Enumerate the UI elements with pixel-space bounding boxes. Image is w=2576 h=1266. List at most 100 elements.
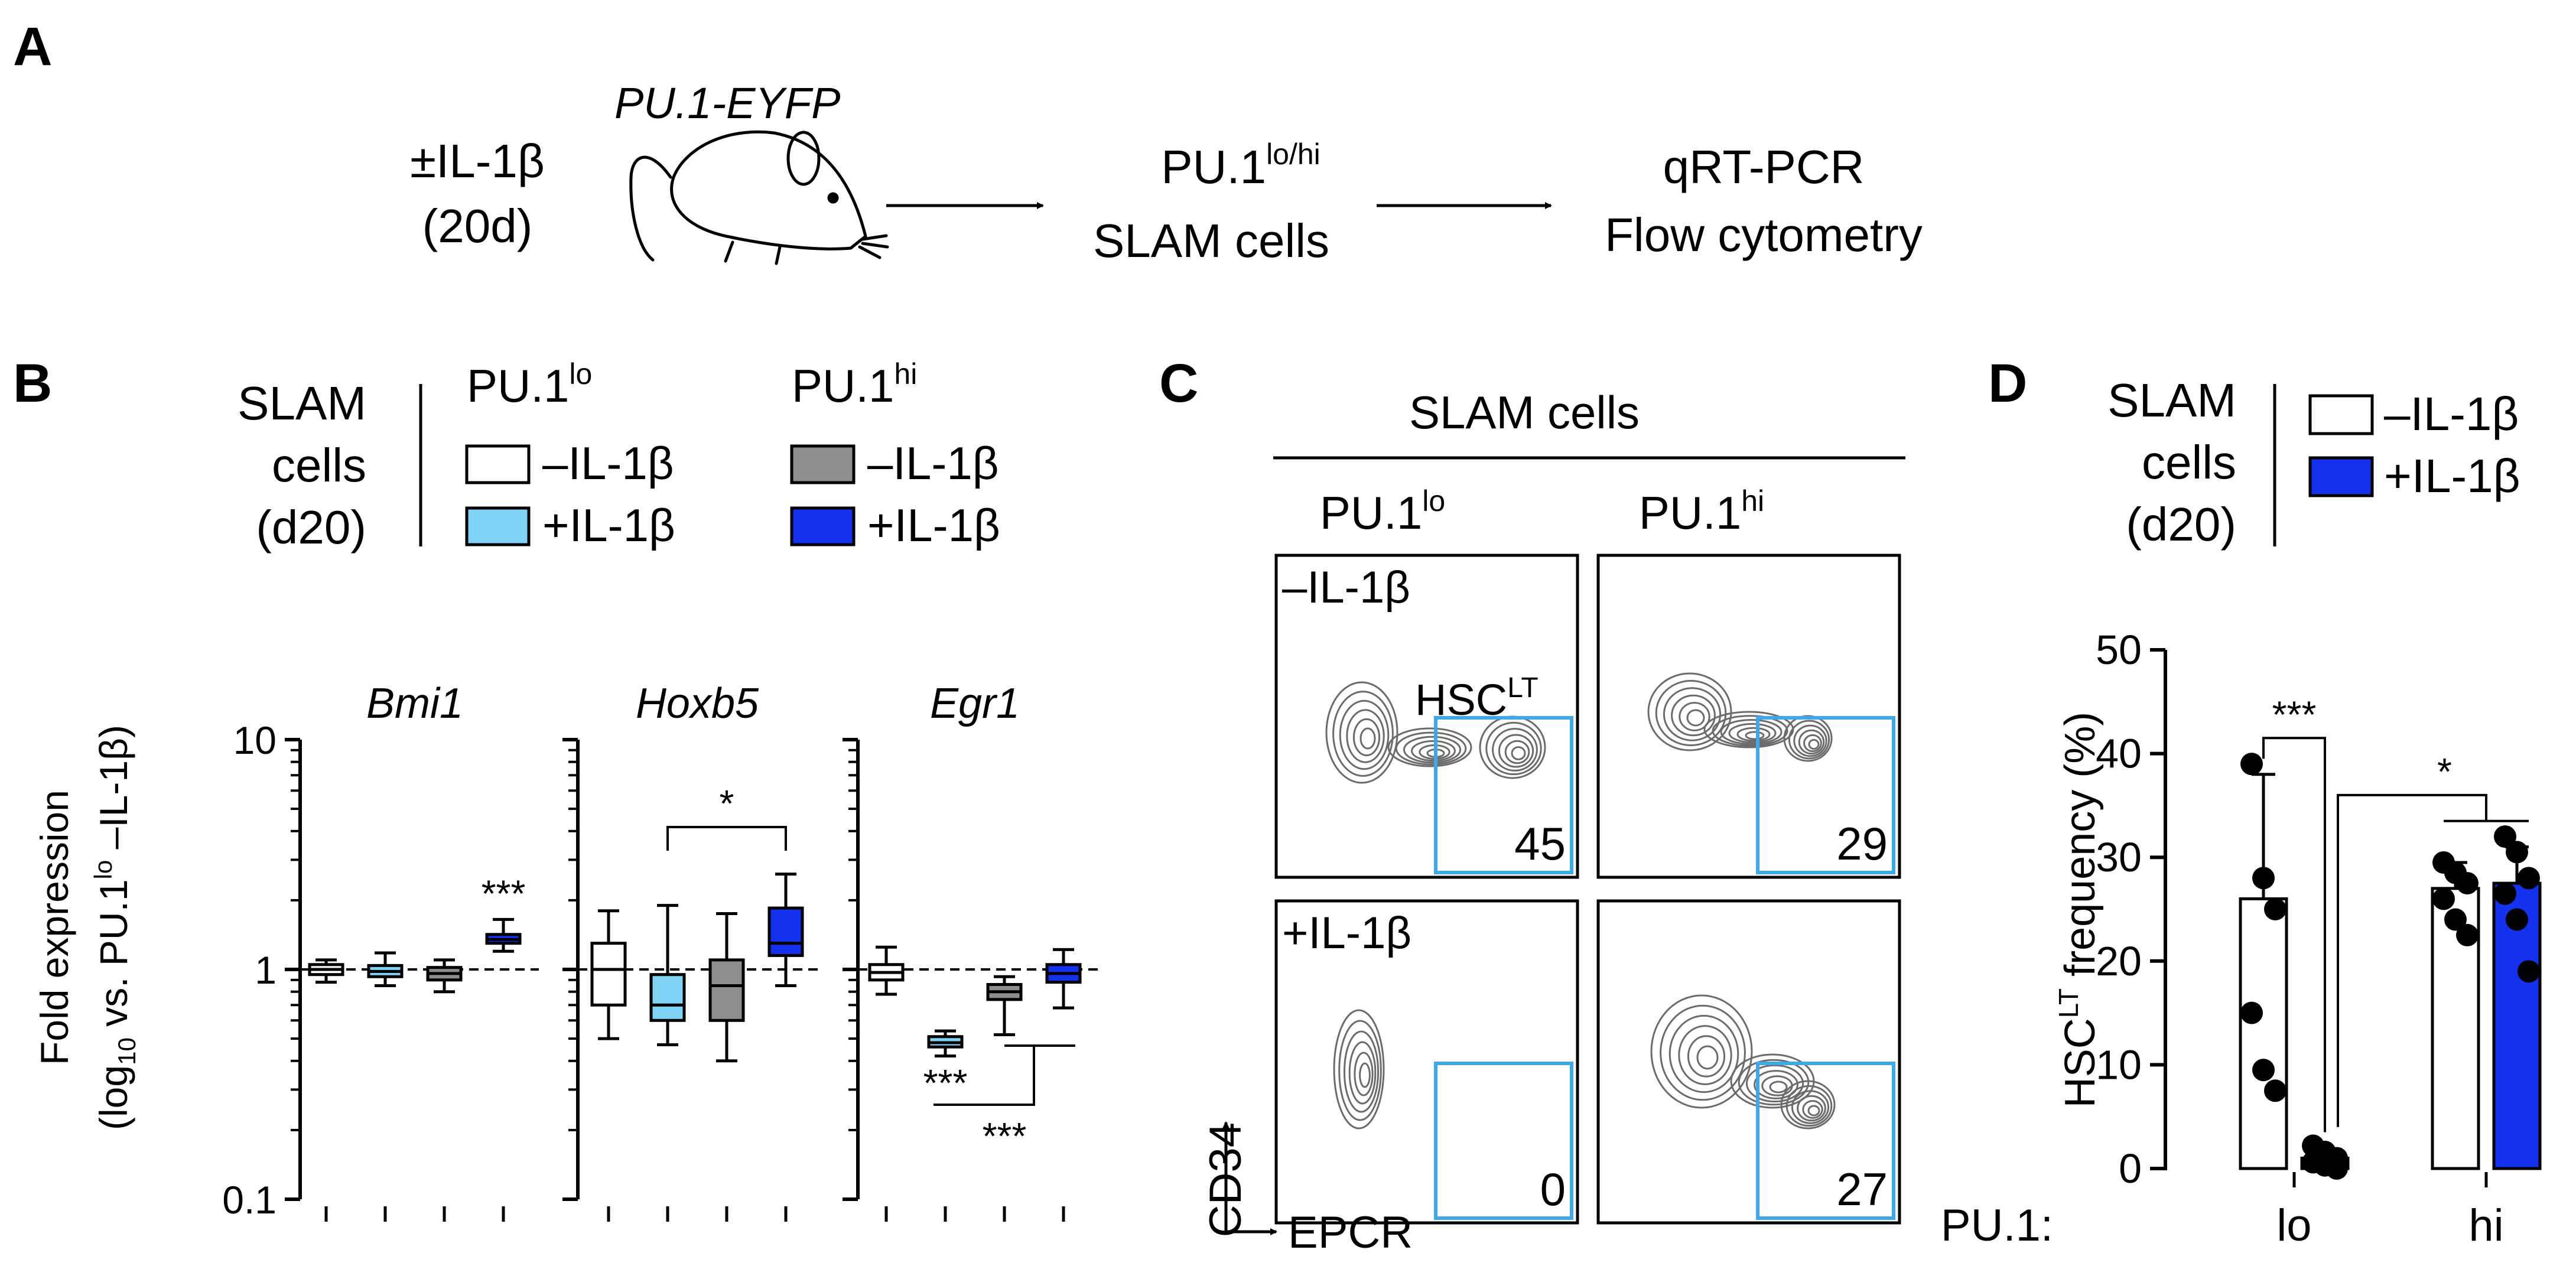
significance-bracket: [2337, 793, 2529, 1127]
contour-line: [1403, 735, 1462, 764]
box-iqr: [767, 906, 804, 957]
legend-b-group-label-text: PU.1: [467, 360, 569, 412]
contour-line: [1352, 718, 1381, 757]
y-tick-label: 10: [233, 718, 277, 762]
panel-b: B SLAM cells (d20) PU.1lo–IL-1β+IL-1βPU.…: [13, 353, 1099, 1222]
flow-plots: 45 29 0 27: [1274, 554, 1901, 1225]
contour-line: [1802, 1100, 1823, 1119]
contour-line: [1395, 731, 1467, 766]
contour-line: [1343, 1030, 1380, 1113]
mouse-strain-label: PU.1-EYFP: [614, 79, 840, 128]
significance-bracket: [2262, 737, 2326, 1132]
legend-b-swatch: [465, 444, 531, 484]
box-iqr: [590, 942, 627, 1007]
contour-line: [1348, 1041, 1377, 1105]
hsc-gate: [1434, 716, 1573, 874]
legend-d-title-1: SLAM: [2107, 374, 2236, 427]
contour-line: [1671, 694, 1716, 737]
contour-line: [1498, 734, 1534, 768]
contour-line: [1663, 687, 1722, 741]
legend-d-title-2: cells: [2142, 436, 2236, 489]
panel-a-letter: A: [13, 17, 52, 77]
gate-percentage: 45: [1514, 818, 1566, 870]
contour-line: [1346, 709, 1385, 763]
data-point: [2506, 908, 2528, 931]
data-point: [2494, 825, 2516, 848]
gate-label: HSCLT: [1415, 672, 1539, 724]
data-point: [2432, 887, 2455, 910]
legend-b-item-label: +IL-1β: [867, 499, 1000, 551]
assay-label-1: qRT-PCR: [1663, 141, 1865, 193]
data-point: [2252, 1059, 2275, 1082]
panel-c-letter: C: [1159, 353, 1198, 414]
contour-line: [1780, 1080, 1836, 1130]
significance-bracket: [666, 826, 787, 851]
significance-bracket: [934, 1044, 1075, 1106]
contour-line: [1738, 1059, 1810, 1106]
contour-line: [1687, 1035, 1726, 1078]
significance-label: ***: [983, 1115, 1027, 1157]
contour-line: [1788, 720, 1830, 760]
contour-line: [1333, 1009, 1385, 1130]
contour-line: [1803, 734, 1822, 753]
y-tick-label: 20: [2096, 938, 2142, 984]
legend-b-group-label-sup: hi: [894, 357, 917, 390]
y-tick-label: 0.1: [222, 1178, 277, 1222]
contour-line: [1754, 1070, 1798, 1099]
contour-line: [1712, 715, 1788, 747]
data-point: [2506, 841, 2528, 864]
epcr-axis-label: EPCR: [1288, 1208, 1413, 1258]
significance-label: ***: [923, 1062, 968, 1104]
box-iqr: [649, 973, 686, 1022]
data-point: [2518, 867, 2540, 890]
contour-line: [1647, 672, 1732, 751]
data-point: [2264, 1079, 2286, 1102]
contour-line: [1660, 1004, 1746, 1101]
contour-line: [1807, 1105, 1820, 1117]
gate-percentage: 27: [1836, 1163, 1888, 1215]
data-point: [2494, 882, 2516, 905]
legend-d-swatch: [2308, 394, 2374, 435]
data-point: [2240, 753, 2263, 776]
box-panel-title: Hoxb5: [636, 680, 759, 727]
panel-d: D SLAM cells (d20) –IL-1β+IL-1β HSCLT fr…: [1941, 353, 2542, 1251]
contour-line: [1785, 1085, 1833, 1127]
treatment-label: ±IL-1β: [410, 135, 545, 187]
y-axis-label-d: HSCLT frequency (%): [2053, 712, 2104, 1108]
y-tick-label: 50: [2096, 627, 2142, 673]
legend-d-item-label: –IL-1β: [2384, 388, 2519, 440]
legend-b-group-label: PU.1hi: [792, 357, 917, 412]
contour-line: [1798, 729, 1825, 755]
hsc-gate: [1756, 716, 1895, 874]
contour-line: [1511, 746, 1526, 760]
bar: [2239, 897, 2288, 1170]
gate-percentage: 0: [1540, 1163, 1566, 1215]
contour-line: [1492, 728, 1538, 772]
y-axis-label-b: Fold expression: [32, 790, 76, 1065]
contour-line: [1655, 679, 1727, 747]
flow-row1-label: –IL-1β: [1282, 562, 1410, 613]
contour-line: [1387, 727, 1472, 767]
flow-col2-label: PU.1hi: [1639, 484, 1764, 539]
sorted-population-label: PU.1lo/hi: [1161, 138, 1320, 193]
contour-line: [1668, 1014, 1739, 1093]
gate-percentage: 29: [1836, 818, 1888, 870]
contour-line: [1686, 709, 1705, 727]
flow-row2-label: +IL-1β: [1282, 908, 1411, 958]
significance-label: ***: [2272, 693, 2317, 735]
legend-b-title-2: cells: [272, 439, 366, 492]
x-axis-prefix-d: PU.1:: [1941, 1200, 2053, 1251]
significance-label: *: [720, 782, 734, 825]
flow-col1-label: PU.1lo: [1320, 484, 1445, 539]
legend-b-item-label: –IL-1β: [867, 437, 999, 489]
mouse-icon: [629, 130, 889, 265]
x-tick-label: lo: [2276, 1200, 2311, 1251]
contour-line: [1332, 691, 1394, 777]
panel-a: A PU.1-EYFP ±IL-1β (20d) PU.1lo/hi SLAM …: [13, 17, 1923, 267]
y-tick-label: 30: [2096, 834, 2142, 880]
legend-b-swatch: [790, 506, 856, 546]
assay-label-2: Flow cytometry: [1605, 209, 1923, 261]
